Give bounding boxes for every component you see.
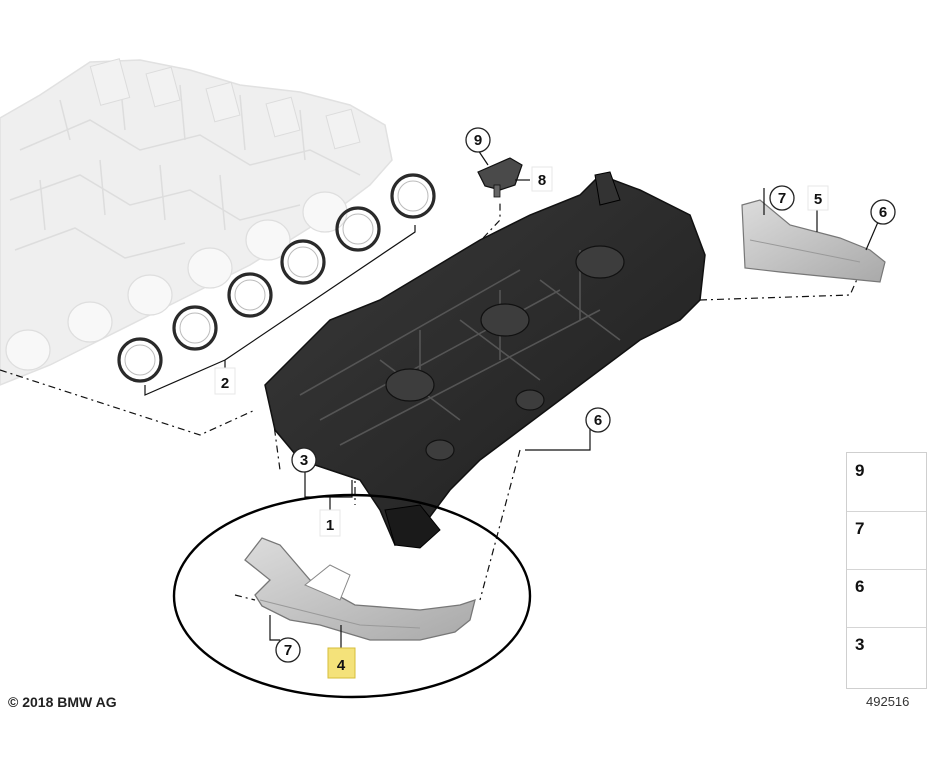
callout-3: 3 xyxy=(291,447,317,473)
legend-row: 6 xyxy=(847,569,926,628)
legend-row: 7 xyxy=(847,511,926,570)
legend-number: 3 xyxy=(855,635,865,654)
intake-manifold xyxy=(264,171,706,549)
copyright-text: © 2018 BMW AG xyxy=(8,694,117,710)
svg-text:3: 3 xyxy=(300,452,308,469)
legend-number: 9 xyxy=(855,461,865,480)
svg-text:4: 4 xyxy=(337,657,346,674)
callout-7b: 7 xyxy=(275,637,301,663)
callout-8: 8 xyxy=(531,166,553,192)
leader-7b-dash xyxy=(234,594,256,601)
bracket-part-4 xyxy=(244,537,476,641)
intake-gasket-rings xyxy=(117,173,436,383)
svg-text:7: 7 xyxy=(284,642,292,659)
svg-text:9: 9 xyxy=(474,132,482,149)
diagram-number: 492516 xyxy=(866,694,910,709)
bracket-part-5 xyxy=(741,199,886,283)
callout-6b: 6 xyxy=(585,407,611,433)
callout-1: 1 xyxy=(319,509,341,537)
sensor-part-8 xyxy=(477,157,523,198)
callout-2: 2 xyxy=(214,367,236,395)
legend-number: 7 xyxy=(855,519,865,538)
legend-row: 9 xyxy=(847,453,926,512)
callout-6a: 6 xyxy=(870,199,896,225)
svg-text:6: 6 xyxy=(594,412,602,429)
callout-9: 9 xyxy=(465,127,491,153)
svg-text:7: 7 xyxy=(778,190,786,207)
svg-text:6: 6 xyxy=(879,204,887,221)
svg-text:2: 2 xyxy=(221,375,229,392)
highlight-ellipse xyxy=(172,493,532,699)
svg-text:1: 1 xyxy=(326,517,334,534)
legend-number: 6 xyxy=(855,577,865,596)
leader-6a xyxy=(865,221,879,251)
legend-row: 3 xyxy=(847,627,926,685)
fastener-legend: 9 7 6 3 xyxy=(846,452,927,689)
callout-5: 5 xyxy=(807,185,829,211)
svg-text:8: 8 xyxy=(538,172,546,189)
leader-6b xyxy=(525,420,591,451)
leader-7b xyxy=(269,615,280,641)
leader-3 xyxy=(304,470,353,512)
callout-4-highlighted: 4 xyxy=(327,647,356,679)
cylinder-head-ghost xyxy=(0,58,393,386)
svg-text:5: 5 xyxy=(814,191,822,208)
callout-7a: 7 xyxy=(769,185,795,211)
